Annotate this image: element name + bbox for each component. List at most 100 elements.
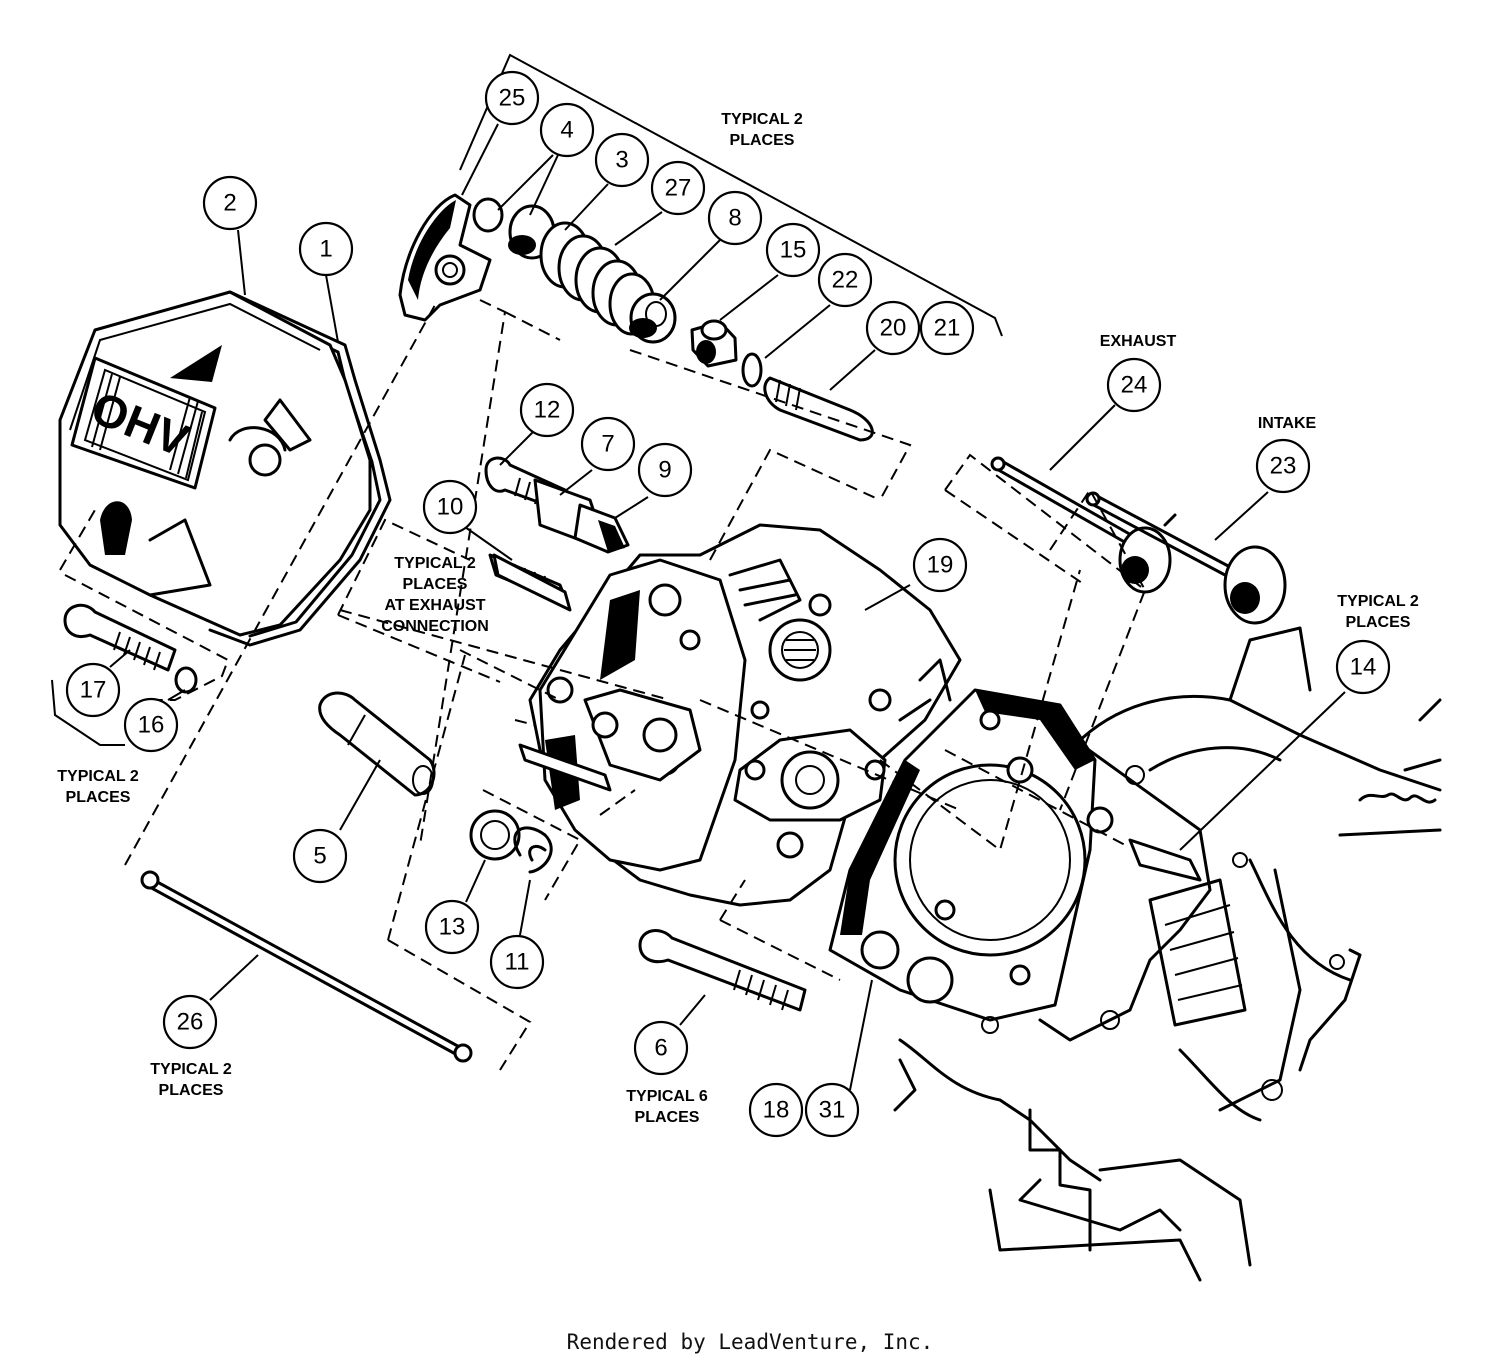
svg-text:PLACES: PLACES xyxy=(159,1082,224,1099)
callout-14: 14 xyxy=(1335,639,1391,695)
callout-16: 16 xyxy=(123,697,179,753)
svg-text:9: 9 xyxy=(658,457,671,484)
svg-text:CONNECTION: CONNECTION xyxy=(381,618,489,635)
svg-text:11: 11 xyxy=(505,949,530,976)
snap-rings xyxy=(469,809,553,874)
note-typical-2-left: TYPICAL 2 PLACES xyxy=(57,768,139,806)
svg-text:INTAKE: INTAKE xyxy=(1258,415,1317,432)
note-typical-2-right: TYPICAL 2 PLACES xyxy=(1337,593,1419,631)
note-typical-2-top: TYPICAL 2 PLACES xyxy=(721,111,803,149)
callout-3: 3 xyxy=(594,132,650,188)
svg-text:EXHAUST: EXHAUST xyxy=(1100,333,1177,350)
callout-7: 7 xyxy=(580,416,636,472)
leader-lines xyxy=(109,123,1346,1091)
svg-text:6: 6 xyxy=(654,1035,667,1062)
svg-text:12: 12 xyxy=(534,397,561,424)
callout-2: 2 xyxy=(202,175,258,231)
svg-text:15: 15 xyxy=(780,237,807,264)
svg-text:21: 21 xyxy=(934,315,961,342)
svg-text:TYPICAL 6: TYPICAL 6 xyxy=(626,1088,708,1105)
svg-text:PLACES: PLACES xyxy=(1346,614,1411,631)
svg-text:TYPICAL 2: TYPICAL 2 xyxy=(57,768,139,785)
callout-10: 10 xyxy=(422,479,478,535)
svg-text:3: 3 xyxy=(615,147,628,174)
svg-text:8: 8 xyxy=(728,205,741,232)
svg-text:26: 26 xyxy=(177,1009,204,1036)
svg-text:TYPICAL 2: TYPICAL 2 xyxy=(394,555,476,572)
valves xyxy=(990,456,1287,625)
svg-text:16: 16 xyxy=(138,712,165,739)
callout-19: 19 xyxy=(912,537,968,593)
valve-spring xyxy=(539,221,656,336)
callout-18: 18 xyxy=(748,1082,804,1138)
callout-6: 6 xyxy=(633,1020,689,1076)
callout-21: 21 xyxy=(919,300,975,356)
callout-12: 12 xyxy=(519,382,575,438)
note-exhaust: EXHAUST xyxy=(1100,333,1177,350)
note-typical-2-exhaust-connection: TYPICAL 2 PLACES AT EXHAUST CONNECTION xyxy=(381,555,489,635)
svg-text:5: 5 xyxy=(313,843,326,870)
svg-text:24: 24 xyxy=(1121,372,1148,399)
svg-text:PLACES: PLACES xyxy=(730,132,795,149)
pushrods xyxy=(140,870,473,1063)
valve-cover: OHV xyxy=(58,290,372,637)
callout-20: 20 xyxy=(865,300,921,356)
svg-text:TYPICAL 2: TYPICAL 2 xyxy=(150,1061,232,1078)
svg-text:19: 19 xyxy=(927,552,954,579)
spring-retainer-washer xyxy=(629,292,677,344)
callout-25: 25 xyxy=(484,70,540,126)
svg-text:31: 31 xyxy=(819,1097,846,1124)
callout-13: 13 xyxy=(424,899,480,955)
cylinder-head-gasket xyxy=(828,688,1114,1022)
svg-text:10: 10 xyxy=(437,494,464,521)
callout-1: 1 xyxy=(298,221,354,277)
cylinder-face xyxy=(981,738,1212,1042)
callout-8: 8 xyxy=(707,190,763,246)
note-typical-6: TYPICAL 6 PLACES xyxy=(626,1088,708,1126)
svg-text:AT EXHAUST: AT EXHAUST xyxy=(384,597,485,614)
dashed-grouping-lines xyxy=(59,299,1147,1071)
cylinder-head xyxy=(528,523,962,907)
callout-15: 15 xyxy=(765,222,821,278)
callout-24: 24 xyxy=(1106,357,1162,413)
svg-text:PLACES: PLACES xyxy=(635,1109,700,1126)
svg-text:TYPICAL 2: TYPICAL 2 xyxy=(1337,593,1419,610)
dowel-pin xyxy=(318,691,436,797)
rocker-arm xyxy=(398,193,492,322)
brackets xyxy=(51,53,1003,746)
svg-text:TYPICAL 2: TYPICAL 2 xyxy=(721,111,803,128)
svg-text:1: 1 xyxy=(319,236,332,263)
svg-text:22: 22 xyxy=(832,267,859,294)
callout-22: 22 xyxy=(817,252,873,308)
svg-text:14: 14 xyxy=(1350,654,1377,681)
svg-text:4: 4 xyxy=(560,117,573,144)
exhaust-studs xyxy=(492,553,612,792)
svg-text:17: 17 xyxy=(80,677,107,704)
callout-31: 31 xyxy=(804,1082,860,1138)
note-intake: INTAKE xyxy=(1258,415,1317,432)
svg-text:27: 27 xyxy=(665,175,692,202)
footer-credit: Rendered by LeadVenture, Inc. xyxy=(566,1330,934,1354)
callout-17: 17 xyxy=(65,662,121,718)
callout-23: 23 xyxy=(1255,438,1311,494)
valve-stem-seal xyxy=(690,319,738,368)
svg-text:25: 25 xyxy=(499,85,526,112)
svg-text:13: 13 xyxy=(439,914,466,941)
svg-text:2: 2 xyxy=(223,190,236,217)
callout-4: 4 xyxy=(539,102,595,158)
svg-text:7: 7 xyxy=(601,431,614,458)
note-typical-2-pushrod: TYPICAL 2 PLACES xyxy=(150,1061,232,1099)
callout-11: 11 xyxy=(489,934,545,990)
callout-9: 9 xyxy=(637,442,693,498)
callout-27: 27 xyxy=(650,160,706,216)
svg-text:20: 20 xyxy=(880,315,907,342)
valve-guide-and-clip xyxy=(741,352,874,442)
engine-block xyxy=(893,626,1442,1282)
svg-text:18: 18 xyxy=(763,1097,790,1124)
callout-5: 5 xyxy=(292,828,348,884)
svg-text:PLACES: PLACES xyxy=(66,789,131,806)
svg-text:23: 23 xyxy=(1270,453,1297,480)
callout-26: 26 xyxy=(162,994,218,1050)
svg-text:PLACES: PLACES xyxy=(403,576,468,593)
